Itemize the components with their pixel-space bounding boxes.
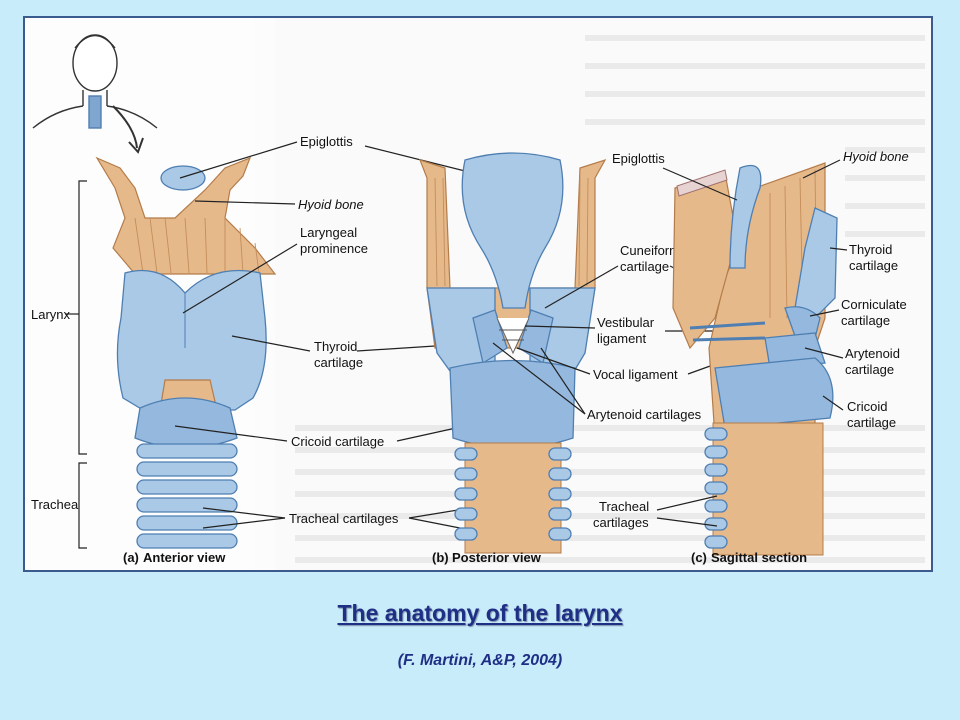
larynx-figure: Larynx Trachea bbox=[25, 18, 931, 570]
label-c-epiglottis: Epiglottis bbox=[612, 151, 665, 166]
svg-text:Posterior view: Posterior view bbox=[452, 550, 542, 565]
slide-citation: (F. Martini, A&P, 2004) bbox=[397, 652, 563, 669]
epiglottis-c bbox=[729, 164, 762, 269]
trachea-b bbox=[454, 442, 572, 554]
label-larynx: Larynx bbox=[31, 307, 71, 322]
panel-anterior-view: Larynx Trachea bbox=[31, 34, 277, 565]
larynx-bracket: Larynx bbox=[31, 180, 87, 455]
svg-text:Sagittal section: Sagittal section bbox=[711, 550, 807, 565]
label-laryngeal-prominence: prominence bbox=[300, 241, 368, 256]
svg-text:Laryngeal: Laryngeal bbox=[300, 225, 357, 240]
label-trachea: Trachea bbox=[31, 497, 79, 512]
label-c-arytenoid-cartilage: cartilage bbox=[845, 362, 894, 377]
thyroid-cartilage-a bbox=[116, 269, 267, 411]
svg-text:Cuneiform: Cuneiform bbox=[620, 243, 680, 258]
label-thyroid-cartilage: cartilage bbox=[314, 355, 363, 370]
svg-text:(b): (b) bbox=[432, 550, 449, 565]
label-c-corniculate-cartilage: cartilage bbox=[841, 313, 890, 328]
svg-text:(a): (a) bbox=[123, 550, 139, 565]
epiglottis-tip-a bbox=[160, 165, 206, 191]
label-tracheal-cartilages: Tracheal cartilages bbox=[289, 511, 399, 526]
svg-text:(c): (c) bbox=[691, 550, 707, 565]
hyoid-bone-a bbox=[95, 156, 277, 275]
label-arytenoid-cartilages: Arytenoid cartilages bbox=[587, 407, 702, 422]
caption-posterior: (b) Posterior view bbox=[432, 550, 542, 565]
svg-text:Anterior view: Anterior view bbox=[143, 550, 226, 565]
svg-text:Tracheal: Tracheal bbox=[599, 499, 649, 514]
label-c-thyroid-cartilage: cartilage bbox=[849, 258, 898, 273]
cricoid-cartilage-b bbox=[449, 359, 576, 449]
slide-title: The anatomy of the larynx bbox=[337, 600, 623, 626]
head-neck-sketch bbox=[32, 34, 158, 154]
cricoid-cartilage-a bbox=[134, 397, 238, 449]
svg-text:Corniculate: Corniculate bbox=[841, 297, 907, 312]
arytenoid-right-b bbox=[518, 309, 554, 365]
arytenoid-left-b bbox=[472, 309, 508, 365]
panel-sagittal-section: (c) Sagittal section Epiglottis Hyoid bo… bbox=[593, 149, 909, 565]
label-c-cricoid-cartilage: cartilage bbox=[847, 415, 896, 430]
caption-anterior: (a) Anterior view bbox=[123, 550, 226, 565]
label-cuneiform-cartilage: cartilage bbox=[620, 259, 669, 274]
label-c-hyoid-bone: Hyoid bone bbox=[843, 149, 909, 164]
trachea-c bbox=[704, 422, 824, 556]
label-epiglottis: Epiglottis bbox=[300, 134, 353, 149]
label-c-tracheal-cartilages: cartilages bbox=[593, 515, 649, 530]
label-hyoid-bone: Hyoid bone bbox=[298, 197, 364, 212]
trachea-bracket: Trachea bbox=[31, 462, 87, 549]
svg-text:Arytenoid: Arytenoid bbox=[845, 346, 900, 361]
figure-frame: Larynx Trachea bbox=[23, 16, 933, 572]
svg-text:Thyroid: Thyroid bbox=[849, 242, 892, 257]
epiglottis-b bbox=[461, 152, 564, 309]
labels-b-c: Cuneiform cartilage Vestibular ligament … bbox=[492, 243, 765, 422]
label-cricoid-cartilage: Cricoid cartilage bbox=[291, 434, 384, 449]
labels-a-b: Epiglottis Hyoid bone Laryngeal prominen… bbox=[174, 134, 486, 531]
svg-text:Thyroid: Thyroid bbox=[314, 339, 357, 354]
label-vestibular-ligament: ligament bbox=[597, 331, 647, 346]
membrane-striations-b bbox=[434, 177, 589, 287]
svg-text:Cricoid: Cricoid bbox=[847, 399, 887, 414]
label-vocal-ligament: Vocal ligament bbox=[593, 367, 678, 382]
caption-sagittal: (c) Sagittal section bbox=[691, 550, 807, 565]
svg-text:Vestibular: Vestibular bbox=[597, 315, 655, 330]
cricoid-cartilage-c bbox=[714, 357, 834, 429]
